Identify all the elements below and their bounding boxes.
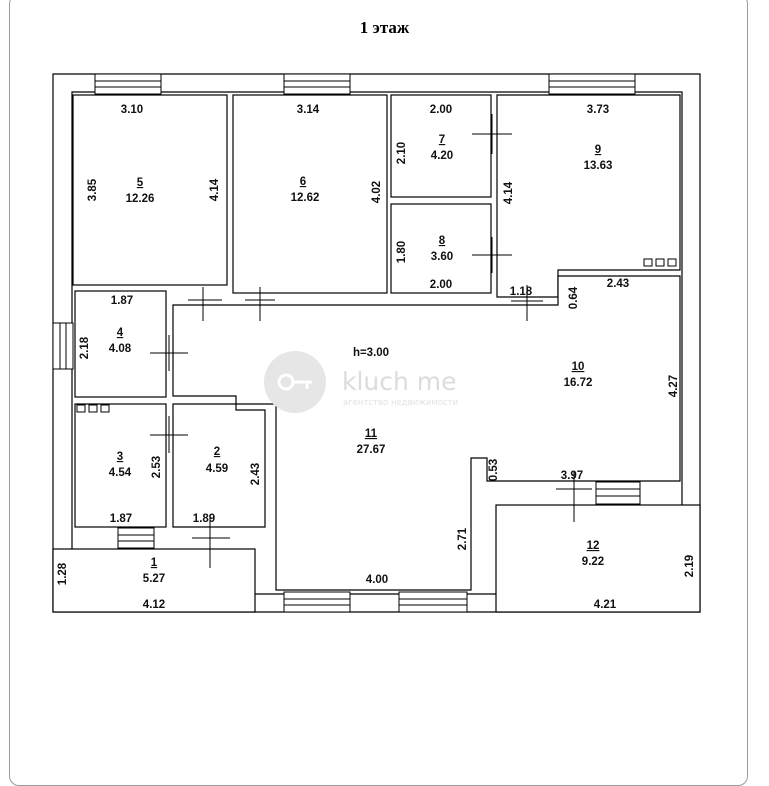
room-9 (496, 94, 681, 298)
dimension: 4.21 (594, 599, 617, 611)
dimension: 4.00 (366, 574, 388, 586)
room-number: 4 (117, 327, 124, 339)
room-number: 5 (137, 177, 144, 189)
room-number: 8 (439, 235, 446, 247)
room-number: 9 (595, 144, 601, 156)
room-area: 27.67 (357, 444, 386, 456)
dimension: 4.12 (143, 599, 165, 611)
room-area: 5.27 (143, 573, 165, 585)
watermark-brand: kluch me (342, 367, 457, 396)
dimension: 2.00 (430, 279, 452, 291)
room-4 (74, 290, 167, 398)
dimension: 0.53 (488, 459, 500, 481)
window (52, 322, 74, 370)
page-title: 1 этаж (359, 18, 410, 37)
room-area: 12.26 (126, 193, 155, 205)
dimension: 2.00 (430, 104, 452, 116)
room-3 (74, 403, 167, 528)
room-6 (232, 94, 388, 294)
room-number: 7 (439, 134, 445, 146)
room-number: 1 (151, 557, 158, 569)
room-area: 4.59 (206, 463, 228, 475)
dimension: 3.85 (87, 178, 99, 201)
room-area: 12.62 (291, 192, 320, 204)
dimension: 1.87 (111, 295, 133, 307)
dimension: 1.89 (193, 513, 215, 525)
dimension-labels: 3.10 3.14 2.00 3.73 2.00 1.87 1.18 2.43 … (110, 104, 629, 611)
dimension: 2.19 (684, 555, 696, 577)
room-area: 4.54 (109, 467, 132, 479)
room-number: 11 (365, 428, 378, 440)
room-8 (390, 203, 492, 294)
dimension: 4.14 (503, 181, 515, 204)
room-area: 4.20 (431, 150, 453, 162)
room-area: 13.63 (584, 160, 613, 172)
room-5 (72, 94, 228, 286)
watermark-tagline: агентство недвижимости (343, 398, 458, 408)
floor-plan-page: 1 этаж (9, 0, 748, 786)
room-number: 10 (572, 361, 585, 373)
dimension: 1.87 (110, 513, 132, 525)
room-area: 16.72 (564, 377, 593, 389)
vent-icon (643, 258, 677, 267)
room-1 (52, 548, 256, 613)
dimension: 3.10 (121, 104, 143, 116)
dimension: 3.14 (297, 104, 320, 116)
dimension: 1.28 (57, 562, 69, 585)
dimension: 3.73 (587, 104, 609, 116)
floor-plan: kluch me агентство недвижимости 5 12.26 … (52, 73, 701, 613)
dimension: 2.43 (250, 463, 262, 485)
dimension: 1.18 (510, 286, 533, 298)
dimension: 0.64 (568, 286, 580, 309)
door-marks (150, 114, 592, 568)
room-area: 4.08 (109, 343, 132, 355)
window (283, 73, 351, 95)
room-area: 3.60 (431, 251, 453, 263)
dimension: 2.43 (607, 278, 629, 290)
dimension-labels-vertical: 3.85 4.14 4.02 2.10 1.80 4.14 0.64 2.18 … (57, 142, 696, 585)
watermark: kluch me агентство недвижимости (264, 351, 458, 413)
dimension: 4.27 (668, 375, 680, 397)
window (548, 73, 636, 95)
vent-icon (76, 404, 110, 413)
dimension: 3.97 (561, 470, 583, 482)
dimension: 2.53 (151, 456, 163, 478)
dimension: 4.02 (371, 181, 383, 203)
window (94, 73, 162, 95)
dimension: 1.80 (396, 241, 408, 263)
room-labels: 5 12.26 6 12.62 7 4.20 8 3.60 9 13.63 4 … (109, 134, 613, 585)
window (398, 591, 468, 613)
room-number: 12 (587, 540, 600, 552)
dimension: 2.10 (396, 142, 408, 164)
room-number: 2 (214, 446, 220, 458)
room-number: 3 (117, 451, 123, 463)
room-12 (495, 504, 701, 613)
dimension: 4.14 (209, 178, 221, 201)
room-number: 6 (300, 176, 306, 188)
window (595, 481, 641, 505)
room-area: 9.22 (582, 556, 604, 568)
dimension: 2.71 (457, 527, 469, 550)
window (283, 591, 351, 613)
window (117, 527, 155, 549)
ceiling-height: h=3.00 (353, 347, 389, 359)
dimension: 2.18 (79, 336, 91, 359)
room-7 (390, 94, 492, 198)
